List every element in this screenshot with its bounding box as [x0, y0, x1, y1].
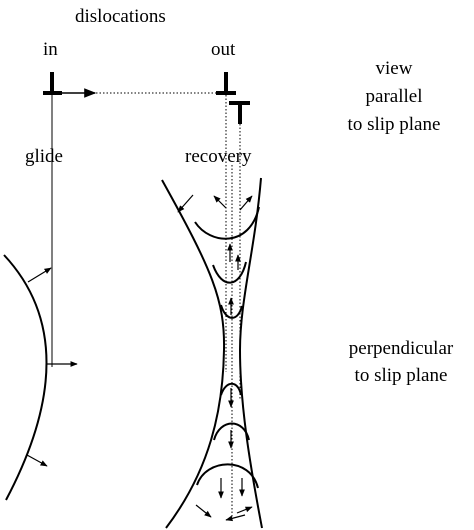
recovery-dislocation-network — [161, 177, 263, 529]
dislocation-in-symbol — [43, 72, 62, 95]
dislocation-out-symbol — [216, 72, 236, 95]
label-view-parallel-3: to slip plane — [348, 114, 441, 135]
dislocation-climbed-symbol — [229, 101, 250, 124]
label-view-parallel-1: view — [376, 58, 413, 79]
title-dislocations: dislocations — [75, 6, 166, 27]
label-in: in — [43, 39, 58, 60]
glide-dislocation-loop — [3, 254, 78, 501]
label-recovery: recovery — [185, 146, 252, 167]
label-out: out — [211, 39, 236, 60]
label-view-parallel-2: parallel — [366, 86, 423, 107]
label-glide: glide — [25, 146, 63, 167]
label-view-perpendicular-1: perpendicular — [349, 338, 454, 359]
label-view-perpendicular-2: to slip plane — [355, 365, 448, 386]
